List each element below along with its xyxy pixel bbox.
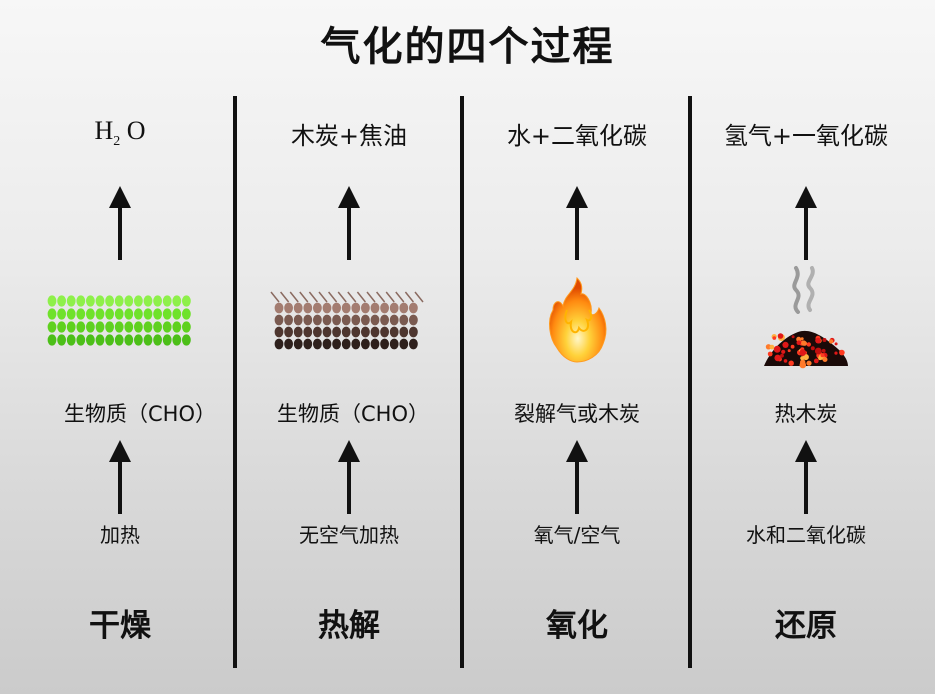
product-label: 木炭+焦油: [233, 116, 465, 151]
input-label: 加热: [4, 519, 236, 548]
green-biomass-pellets-icon: [46, 294, 194, 352]
input-label: 无空气加热: [233, 519, 465, 548]
stage-column-pyrolysis: 木炭+焦油 生物质（CHO） 无空气加热 热解: [233, 0, 465, 694]
up-arrow-icon: [565, 186, 589, 260]
smoke-icon: [788, 264, 824, 318]
glowing-charcoal-icon: [762, 322, 850, 374]
middle-label: 热木炭: [690, 398, 922, 428]
product-label: 氢气+一氧化碳: [690, 116, 922, 151]
up-arrow-icon: [108, 440, 132, 514]
up-arrow-icon: [108, 186, 132, 260]
up-arrow-icon: [794, 440, 818, 514]
up-arrow-icon: [794, 186, 818, 260]
up-arrow-icon: [337, 440, 361, 514]
input-label: 氧气/空气: [461, 519, 693, 548]
stage-column-oxidation: 水+二氧化碳 裂解气或木炭 氧气/空气 氧化: [461, 0, 693, 694]
stage-name: 氧化: [461, 600, 693, 645]
charred-biomass-icon: [267, 290, 431, 354]
product-label: 水+二氧化碳: [461, 116, 693, 151]
stage-name: 干燥: [4, 600, 236, 645]
fire-icon: [545, 276, 609, 368]
middle-label: 裂解气或木炭: [461, 398, 693, 428]
input-label: 水和二氧化碳: [690, 519, 922, 548]
stage-column-reduction: 氢气+一氧化碳 热木炭 水和二氧化碳 还原: [690, 0, 922, 694]
up-arrow-icon: [565, 440, 589, 514]
middle-label: 生物质（CHO）: [237, 398, 469, 428]
stage-name: 热解: [233, 600, 465, 645]
stage-name: 还原: [690, 600, 922, 645]
up-arrow-icon: [337, 186, 361, 260]
product-label: H2 O: [4, 116, 236, 150]
stage-column-drying: H2 O 生物质（CHO） 加热 干燥: [4, 0, 236, 694]
middle-label: 生物质（CHO）: [24, 398, 256, 428]
